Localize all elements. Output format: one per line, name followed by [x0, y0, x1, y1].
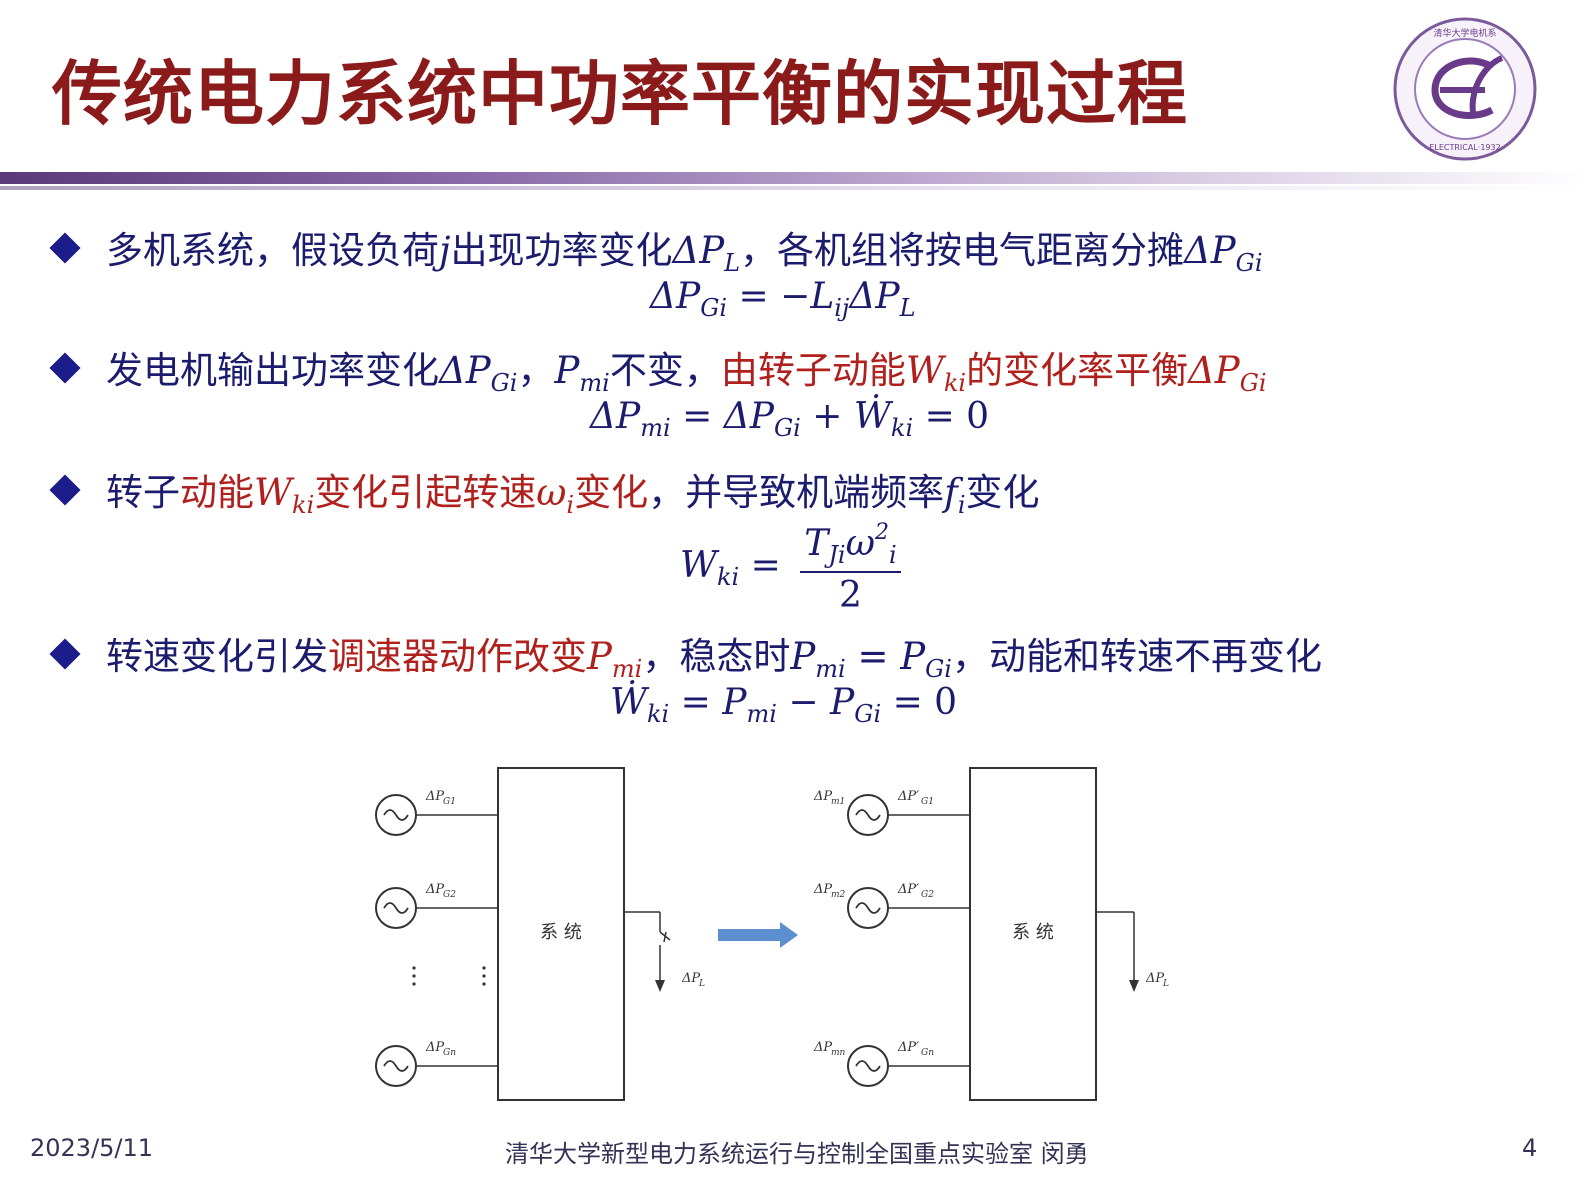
- svg-text:ΔP: ΔP: [813, 1040, 832, 1055]
- svg-text:ΔP: ΔP: [813, 789, 832, 804]
- transition-arrow-icon: [718, 922, 798, 948]
- university-logo: 清华大学电机系 ELECTRICAL·1932: [1393, 17, 1537, 161]
- svg-text:L: L: [698, 979, 705, 989]
- diamond-bullet-icon: [49, 474, 81, 506]
- footer-org: 清华大学新型电力系统运行与控制全国重点实验室 闵勇: [505, 1140, 1089, 1168]
- svg-text:ΔP: ΔP: [681, 971, 700, 986]
- footer-date: 2023/5/11: [30, 1134, 154, 1162]
- svg-text:ΔP′: ΔP′: [897, 882, 919, 897]
- svg-text:ΔP: ΔP: [425, 1040, 444, 1055]
- svg-text:G1: G1: [921, 797, 934, 807]
- svg-text:清华大学电机系: 清华大学电机系: [1433, 27, 1496, 39]
- left-generator-n: ΔP Gn: [375, 1040, 498, 1087]
- svg-text:m2: m2: [831, 890, 846, 900]
- right-load: ΔP L: [1096, 911, 1169, 992]
- title-divider: [0, 172, 1587, 184]
- bullet-3: 转子动能Wki变化引起转速ωi变化，并导致机端频率fi变化: [49, 462, 1040, 519]
- svg-text:Gn: Gn: [443, 1048, 456, 1058]
- diamond-bullet-icon: [49, 352, 81, 384]
- page-number: 4: [1522, 1134, 1538, 1162]
- svg-text:G2: G2: [921, 890, 934, 900]
- power-balance-diagram: 系 统 ΔP G1 ΔP G2 ΔP Gn ΔP L: [375, 767, 1169, 1101]
- right-system-box: [969, 767, 1097, 1101]
- right-system-label: 系 统: [1012, 922, 1054, 943]
- slide-title: 传统电力系统中功率平衡的实现过程: [52, 53, 1188, 135]
- right-generator-2: ΔP m2 ΔP′ G2: [813, 882, 970, 929]
- title-divider-thin: [0, 186, 1587, 190]
- diamond-bullet-icon: [49, 638, 81, 670]
- left-system-label: 系 统: [540, 922, 582, 943]
- left-generator-2: ΔP G2: [375, 882, 498, 929]
- left-ellipsis: [412, 966, 486, 986]
- svg-text:ΔP: ΔP: [425, 882, 444, 897]
- diamond-bullet-icon: [49, 232, 81, 264]
- left-system-box: [497, 767, 625, 1101]
- svg-text:ΔP: ΔP: [425, 789, 444, 804]
- svg-text:Gn: Gn: [921, 1048, 934, 1058]
- svg-text:ΔP′: ΔP′: [897, 1040, 919, 1055]
- svg-text:ΔP: ΔP: [813, 882, 832, 897]
- svg-text:ΔP′: ΔP′: [897, 789, 919, 804]
- svg-text:mn: mn: [831, 1048, 846, 1058]
- right-generator-n: ΔP mn ΔP′ Gn: [813, 1040, 970, 1087]
- left-generator-1: ΔP G1: [375, 789, 498, 836]
- equation-2: ΔPmi = ΔPGi + Ẇki = 0: [590, 396, 990, 442]
- left-load-switch: ΔP L: [624, 911, 705, 992]
- bullet-1: 多机系统，假设负荷j出现功率变化ΔPL，各机组将按电气距离分摊ΔPGi: [49, 220, 1263, 277]
- svg-text:ΔP: ΔP: [1145, 971, 1164, 986]
- bullet-4: 转速变化引发调速器动作改变Pmi，稳态时Pmi = PGi，动能和转速不再变化: [49, 626, 1322, 683]
- svg-text:m1: m1: [831, 797, 845, 807]
- svg-text:G1: G1: [443, 797, 456, 807]
- equation-1: ΔPGi = −LijΔPL: [650, 276, 916, 322]
- right-generator-1: ΔP m1 ΔP′ G1: [813, 789, 970, 836]
- svg-text:G2: G2: [443, 890, 456, 900]
- svg-text:ELECTRICAL·1932: ELECTRICAL·1932: [1429, 143, 1500, 152]
- bullet-2: 发电机输出功率变化ΔPGi，Pmi不变，由转子动能Wki的变化率平衡ΔPGi: [49, 340, 1267, 397]
- svg-text:L: L: [1162, 979, 1169, 989]
- equation-4: Ẇki = Pmi − PGi = 0: [610, 682, 958, 728]
